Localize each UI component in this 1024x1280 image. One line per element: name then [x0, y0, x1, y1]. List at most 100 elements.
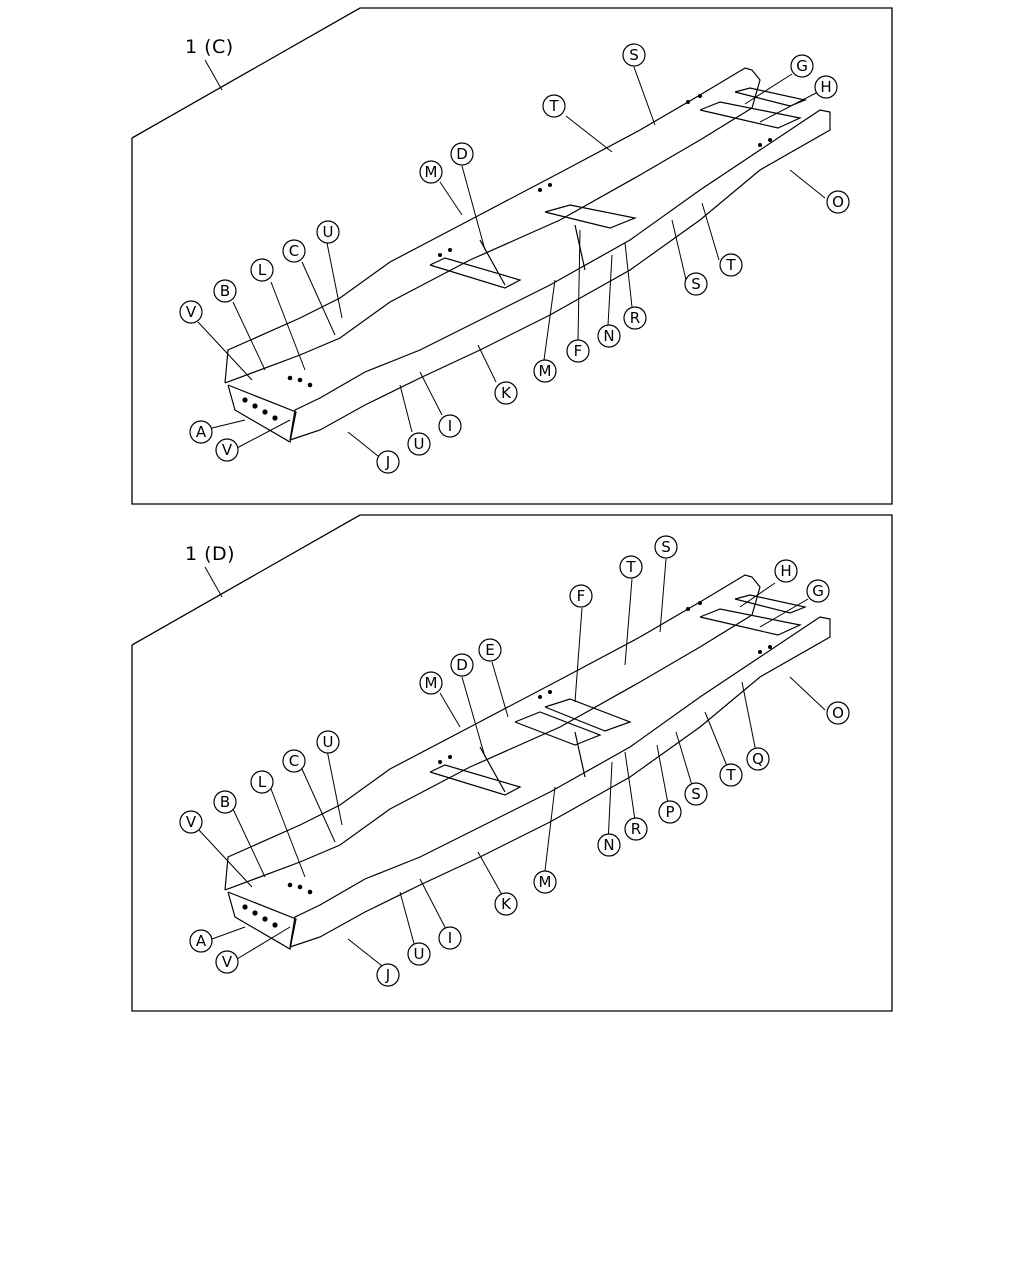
- callout-label-a: A: [196, 932, 207, 950]
- callout-circle: [494, 381, 518, 405]
- callout-circle: [658, 800, 682, 824]
- callout-label-d: D: [456, 145, 468, 163]
- callout-circle: [282, 239, 306, 263]
- callout-label-v: V: [186, 303, 197, 321]
- callout-circle: [250, 258, 274, 282]
- callout-circle: [478, 638, 502, 662]
- callout-label-c: C: [289, 752, 299, 770]
- callout-circle: [826, 701, 850, 725]
- callout-circle: [419, 671, 443, 695]
- callout-label-q: Q: [752, 750, 764, 768]
- callout-label-l: L: [258, 261, 267, 279]
- callout-circle: [774, 559, 798, 583]
- callout-circle: [684, 782, 708, 806]
- callout-circle: [790, 54, 814, 78]
- callout-label-i: I: [448, 417, 452, 435]
- callout-label-o: O: [832, 704, 844, 722]
- callout-circle: [806, 579, 830, 603]
- callout-label-u: U: [323, 733, 334, 751]
- callout-label-t: T: [625, 558, 636, 576]
- callout-label-o: O: [832, 193, 844, 211]
- callout-label-j: J: [385, 966, 390, 984]
- callout-label-n: N: [603, 327, 614, 345]
- callout-circle: [376, 963, 400, 987]
- diagram-title-d: 1 (D): [185, 543, 236, 565]
- callout-label-g: G: [812, 582, 824, 600]
- callout-circle: [407, 942, 431, 966]
- callout-label-v: V: [222, 953, 233, 971]
- callout-label-u: U: [414, 945, 425, 963]
- callout-circle: [654, 535, 678, 559]
- callout-label-v: V: [222, 441, 233, 459]
- callout-label-m: M: [425, 163, 438, 181]
- callout-label-f: F: [574, 342, 583, 360]
- callout-circle: [719, 763, 743, 787]
- callout-circle: [814, 75, 838, 99]
- callout-circle: [316, 730, 340, 754]
- callout-label-r: R: [630, 309, 640, 327]
- callout-label-s: S: [629, 46, 639, 64]
- callout-circle: [619, 555, 643, 579]
- callout-label-b: B: [220, 282, 230, 300]
- callout-circle: [450, 142, 474, 166]
- callout-circle: [179, 300, 203, 324]
- callout-label-d: D: [456, 656, 468, 674]
- callout-label-s: S: [661, 538, 671, 556]
- callout-circle: [282, 749, 306, 773]
- callout-circle: [213, 790, 237, 814]
- callout-label-l: L: [258, 773, 267, 791]
- callout-label-h: H: [780, 562, 791, 580]
- callout-circle: [623, 306, 647, 330]
- callout-circle: [250, 770, 274, 794]
- callout-circle: [719, 253, 743, 277]
- callout-label-k: K: [501, 384, 512, 402]
- callout-circle: [542, 94, 566, 118]
- callout-circle: [189, 420, 213, 444]
- callout-circle: [450, 653, 474, 677]
- callout-circle: [376, 450, 400, 474]
- callout-label-p: P: [665, 803, 674, 821]
- callout-label-m: M: [425, 674, 438, 692]
- callout-circle: [684, 272, 708, 296]
- callout-circle: [746, 747, 770, 771]
- callout-label-g: G: [796, 57, 808, 75]
- callout-label-j: J: [385, 453, 390, 471]
- callout-circle: [213, 279, 237, 303]
- callout-circle: [826, 190, 850, 214]
- callout-label-r: R: [631, 820, 641, 838]
- callout-label-a: A: [196, 423, 207, 441]
- callout-label-s: S: [691, 785, 701, 803]
- callout-label-n: N: [603, 836, 614, 854]
- callout-circle: [597, 833, 621, 857]
- callout-label-u: U: [414, 435, 425, 453]
- callout-label-m: M: [539, 873, 552, 891]
- callout-label-e: E: [485, 641, 494, 659]
- callout-circle: [494, 892, 518, 916]
- callout-circle: [215, 438, 239, 462]
- callout-label-f: F: [577, 587, 586, 605]
- callout-circle: [419, 160, 443, 184]
- callout-circle: [438, 414, 462, 438]
- callout-label-c: C: [289, 242, 299, 260]
- callout-circle: [569, 584, 593, 608]
- callout-label-t: T: [548, 97, 559, 115]
- callout-circle: [533, 870, 557, 894]
- callout-label-h: H: [820, 78, 831, 96]
- callout-circle: [316, 220, 340, 244]
- callout-label-i: I: [448, 929, 452, 947]
- callout-label-k: K: [501, 895, 512, 913]
- callout-circle: [438, 926, 462, 950]
- callout-circle: [407, 432, 431, 456]
- callout-label-t: T: [725, 256, 736, 274]
- callout-label-v: V: [186, 813, 197, 831]
- callout-label-u: U: [323, 223, 334, 241]
- callout-label-s: S: [691, 275, 701, 293]
- callout-circle: [622, 43, 646, 67]
- callout-circle: [597, 324, 621, 348]
- callout-label-b: B: [220, 793, 230, 811]
